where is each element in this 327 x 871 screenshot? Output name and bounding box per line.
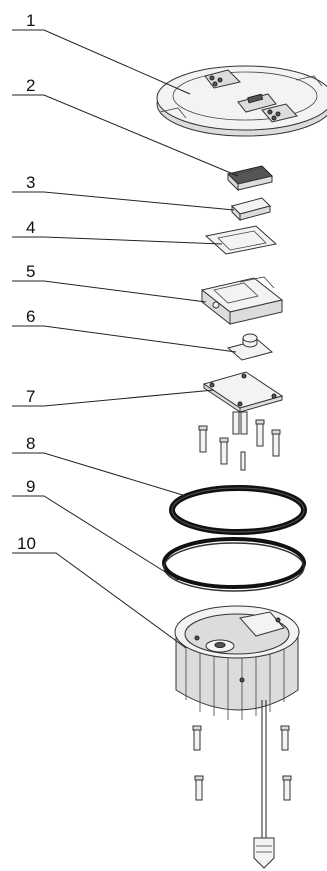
part-4-gasket xyxy=(204,225,278,255)
callout-4: 4 xyxy=(26,218,35,237)
callout-7: 7 xyxy=(26,387,35,406)
callout-1: 1 xyxy=(26,11,35,30)
callout-6: 6 xyxy=(26,307,35,326)
part-6-sensor-plate xyxy=(226,333,274,361)
part-2-connector xyxy=(227,165,273,192)
part-3-block xyxy=(231,197,271,222)
part-1-top-cover xyxy=(156,65,327,137)
screws-lower xyxy=(192,725,292,801)
callout-8: 8 xyxy=(26,434,35,453)
callout-leaders xyxy=(12,29,239,649)
part-8-o-ring xyxy=(169,485,307,535)
callout-5: 5 xyxy=(26,262,35,281)
part-7-circuit-board xyxy=(202,371,284,435)
part-9-seal-ring xyxy=(162,537,306,592)
screws-upper xyxy=(198,419,281,471)
part-10-base-housing xyxy=(174,605,300,869)
part-5-housing xyxy=(200,276,284,326)
callout-labels: 1 2 3 4 5 6 7 8 9 10 xyxy=(17,11,36,553)
callout-3: 3 xyxy=(26,173,35,192)
callout-2: 2 xyxy=(26,76,35,95)
callout-9: 9 xyxy=(26,477,35,496)
callout-10: 10 xyxy=(17,534,36,553)
